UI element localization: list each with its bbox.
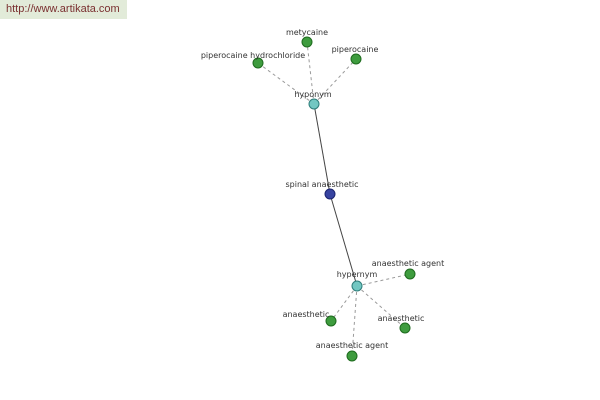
node-piperocaine-hydrochloride[interactable] bbox=[252, 57, 264, 69]
node-metycaine[interactable] bbox=[301, 36, 313, 48]
node-label-hyponym: hyponym bbox=[294, 90, 332, 99]
node-label-metycaine: metycaine bbox=[286, 28, 328, 37]
watermark-url: http://www.artikata.com bbox=[6, 3, 120, 15]
edge-hypernym--anaesthetic-2 bbox=[330, 285, 358, 322]
node-label-spinal-anaesthetic: spinal anaesthetic bbox=[285, 180, 358, 189]
node-label-anaesthetic-1: anaesthetic bbox=[378, 314, 425, 323]
node-spinal-anaesthetic[interactable] bbox=[324, 188, 336, 200]
watermark: http://www.artikata.com bbox=[0, 0, 127, 19]
edge-spinal-anaesthetic--hypernym bbox=[329, 193, 358, 287]
node-anaesthetic-agent-1[interactable] bbox=[404, 268, 416, 280]
node-label-piperocaine-hydrochloride: piperocaine hydrochloride bbox=[201, 51, 305, 60]
edge-hyponym--metycaine bbox=[306, 41, 315, 105]
node-label-anaesthetic-agent-1: anaesthetic agent bbox=[372, 259, 445, 268]
edge-hyponym--spinal-anaesthetic bbox=[313, 103, 331, 195]
node-hyponym[interactable] bbox=[308, 98, 320, 110]
node-label-anaesthetic-2: anaesthetic bbox=[283, 310, 330, 319]
node-hypernym[interactable] bbox=[351, 280, 363, 292]
node-anaesthetic-2[interactable] bbox=[325, 315, 337, 327]
node-label-hypernym: hypernym bbox=[337, 270, 378, 279]
edge-hyponym--piperocaine bbox=[313, 58, 357, 105]
node-anaesthetic-agent-2[interactable] bbox=[346, 350, 358, 362]
node-anaesthetic-1[interactable] bbox=[399, 322, 411, 334]
edge-hypernym--anaesthetic-1 bbox=[356, 285, 406, 329]
node-piperocaine[interactable] bbox=[350, 53, 362, 65]
node-label-anaesthetic-agent-2: anaesthetic agent bbox=[316, 341, 389, 350]
node-label-piperocaine: piperocaine bbox=[332, 45, 379, 54]
